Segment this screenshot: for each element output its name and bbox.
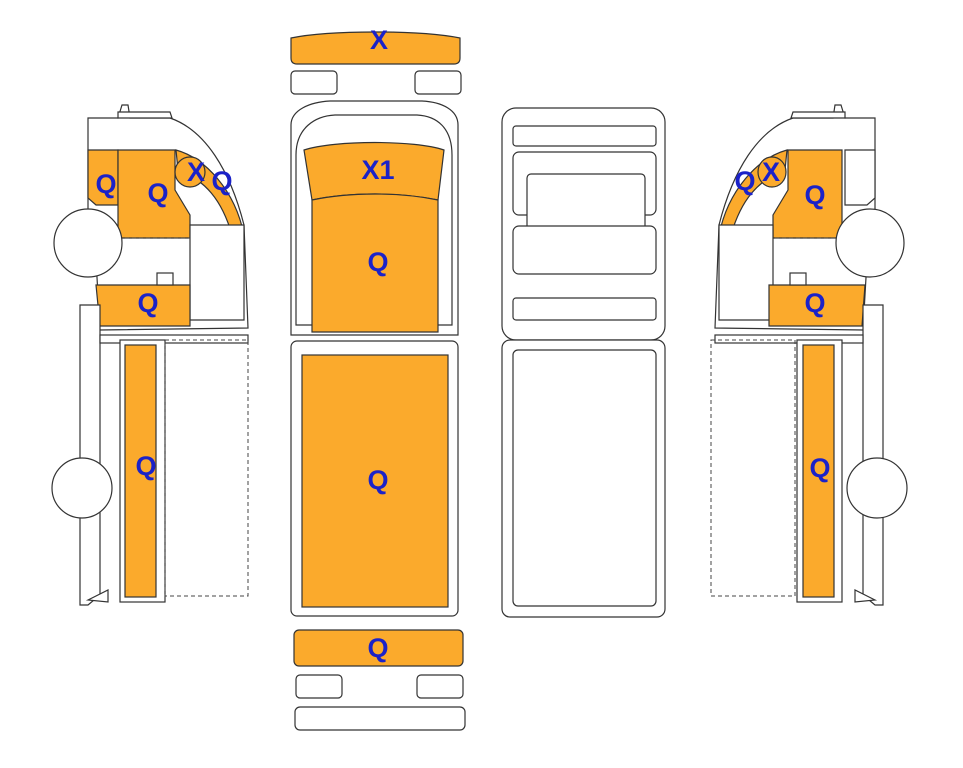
label-left-cargo: Q [135,451,156,481]
label-left-door: Q [147,178,168,208]
under-bar [512,297,657,321]
front-bumper[interactable] [290,31,461,65]
right-front-wheel [835,208,905,278]
underside-view [501,107,666,618]
label-left-fender: Q [95,169,116,199]
left-window-frame [189,224,245,321]
label-right-door: Q [804,180,825,210]
label-right-lower-door: Q [804,288,825,318]
label-roof-cab: Q [367,247,388,277]
right-cab-sill [714,334,864,344]
left-chassis [79,304,101,606]
right-side-view: Q X Q Q Q [710,104,908,606]
left-fender-front[interactable] [87,149,119,206]
right-mirror[interactable] [757,156,787,188]
label-left-lower-door: Q [137,288,158,318]
label-left-a-pillar: Q [211,166,232,196]
label-right-mirror: X [762,157,780,187]
rear-bumper[interactable] [293,629,464,667]
right-rear-step [854,589,878,603]
left-tail-light [295,674,343,699]
left-cargo-dashed [164,339,249,597]
right-chassis [862,304,884,606]
right-fender-front [844,149,876,206]
cargo-floor[interactable] [301,354,449,608]
label-right-cargo: Q [809,453,830,483]
label-front-bumper: X [370,25,388,55]
right-window-frame [718,224,774,321]
left-roof-cap [117,111,173,119]
right-rear-wheel [846,457,908,519]
left-door-handle [156,272,174,286]
label-left-mirror: X [187,157,205,187]
left-headlight [290,70,338,95]
right-roof-cap [790,111,846,119]
right-door-handle [789,272,807,286]
left-front-wheel [53,208,123,278]
under-cargo-inner [512,349,657,607]
top-view: X X1 Q Q Q [290,25,466,731]
left-side-view: Q Q X Q Q Q [51,104,249,606]
roof-cab[interactable] [311,193,439,333]
right-cargo-dashed [710,339,796,597]
left-mirror[interactable] [174,156,206,188]
label-windshield: X1 [361,155,394,185]
label-cargo-floor: Q [367,465,388,495]
left-rear-step [85,589,109,603]
right-headlight [414,70,462,95]
right-cargo-side[interactable] [802,344,835,598]
left-cargo-side[interactable] [124,344,157,598]
right-tail-light [416,674,464,699]
left-rear-wheel [51,457,113,519]
left-cab-sill [99,334,249,344]
under-top-bar [512,125,657,147]
label-rear-bumper: Q [367,633,388,663]
label-right-a-pillar: Q [734,166,755,196]
rear-step-bar [294,706,466,731]
under-mid-frame [512,225,657,275]
